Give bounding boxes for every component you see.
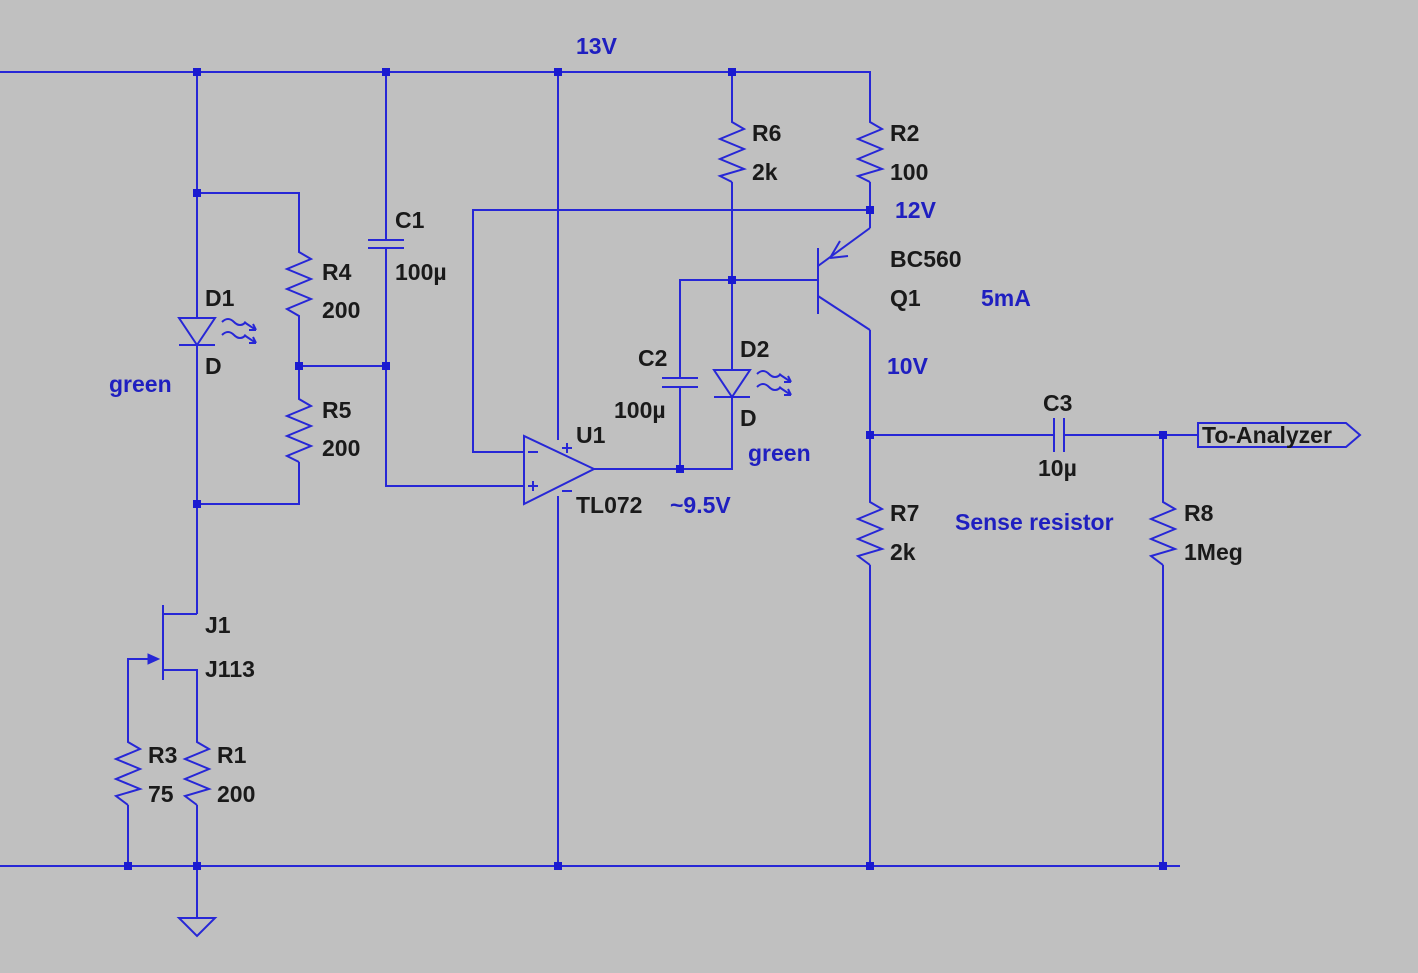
resistor-r5-symbol — [284, 392, 314, 463]
junction — [124, 862, 132, 870]
annotation-sense-resistor: Sense resistor — [955, 509, 1114, 535]
wire-c1-bottom — [385, 248, 524, 487]
wire-j1-source — [163, 669, 198, 735]
annotation-13v: 13V — [576, 33, 618, 59]
junction — [295, 362, 303, 370]
r7-ref: R7 — [890, 500, 919, 526]
capacitor-c1-symbol — [368, 239, 404, 249]
junction — [554, 68, 562, 76]
r1-value: 200 — [217, 781, 255, 807]
r7-value: 2k — [890, 539, 916, 565]
r4-value: 200 — [322, 297, 360, 323]
junction — [554, 862, 562, 870]
r8-ref: R8 — [1184, 500, 1214, 526]
capacitor-c3-symbol — [1053, 418, 1065, 452]
r5-ref: R5 — [322, 397, 352, 423]
r4-ref: R4 — [322, 259, 352, 285]
wire-r4-top — [197, 192, 300, 245]
resistor-r3-symbol — [113, 735, 143, 806]
output-port-label: To-Analyzer — [1202, 422, 1332, 448]
wire-feedback-12v — [472, 209, 870, 453]
transistor-q1-symbol — [817, 227, 871, 331]
led-d2-symbol — [712, 369, 792, 399]
q1-model: BC560 — [890, 246, 962, 272]
j1-ref: J1 — [205, 612, 231, 638]
d1-model: D — [205, 353, 222, 379]
resistor-r6-symbol — [717, 115, 747, 183]
u1-model: TL072 — [576, 492, 642, 518]
wire-j1-gate — [127, 658, 152, 735]
output-port: To-Analyzer — [1197, 422, 1362, 448]
junction — [866, 206, 874, 214]
junction — [193, 68, 201, 76]
capacitor-c2-symbol — [662, 377, 698, 388]
d2-note: green — [748, 440, 811, 466]
q1-ref: Q1 — [890, 285, 921, 311]
r6-ref: R6 — [752, 120, 781, 146]
resistor-r7-symbol — [855, 495, 885, 566]
junction — [193, 500, 201, 508]
wires — [0, 71, 1198, 918]
wire-u1-out — [594, 398, 733, 470]
c3-ref: C3 — [1043, 390, 1072, 416]
r2-value: 100 — [890, 159, 928, 185]
capacitors — [368, 239, 1065, 452]
d2-ref: D2 — [740, 336, 769, 362]
opamp-u1-symbol — [523, 434, 597, 506]
net-annotations: 13V 12V 5mA 10V ~9.5V Sense resistor — [576, 33, 1114, 535]
resistors — [113, 115, 1178, 806]
d1-ref: D1 — [205, 285, 235, 311]
r5-value: 200 — [322, 435, 360, 461]
junction — [382, 362, 390, 370]
r6-value: 2k — [752, 159, 778, 185]
c2-value: 100µ — [614, 397, 666, 423]
junction — [193, 862, 201, 870]
annotation-10v: 10V — [887, 353, 929, 379]
j1-model: J113 — [205, 656, 255, 682]
u1-ref: U1 — [576, 422, 606, 448]
c3-value: 10µ — [1038, 455, 1077, 481]
r1-ref: R1 — [217, 742, 247, 768]
d2-model: D — [740, 405, 757, 431]
junction — [193, 189, 201, 197]
junction — [866, 862, 874, 870]
annotation-9-5v: ~9.5V — [670, 492, 731, 518]
resistor-r1-symbol — [182, 735, 212, 806]
annotation-5ma: 5mA — [981, 285, 1031, 311]
resistor-r8-symbol — [1148, 495, 1178, 566]
junction — [728, 68, 736, 76]
rail-13v — [0, 71, 871, 115]
c1-value: 100µ — [395, 259, 447, 285]
ground-symbol — [176, 917, 218, 938]
r3-value: 75 — [148, 781, 174, 807]
r3-ref: R3 — [148, 742, 177, 768]
d1-note: green — [109, 371, 172, 397]
c2-ref: C2 — [638, 345, 667, 371]
wire-c2-top — [679, 279, 732, 378]
junctions — [124, 68, 1167, 870]
jfet-j1-symbol — [147, 600, 198, 680]
junction — [676, 465, 684, 473]
c1-ref: C1 — [395, 207, 425, 233]
wire-r5-bottom — [197, 462, 300, 505]
junction — [382, 68, 390, 76]
component-labels: D1 D green R4 200 R5 200 C1 100µ U1 TL07… — [109, 120, 1243, 807]
junction — [1159, 431, 1167, 439]
junction — [866, 431, 874, 439]
resistor-r4-symbol — [284, 245, 314, 323]
annotation-12v: 12V — [895, 197, 937, 223]
resistor-r2-symbol — [855, 115, 885, 183]
junction — [1159, 862, 1167, 870]
led-d1-symbol — [177, 317, 257, 347]
junction — [728, 276, 736, 284]
r8-value: 1Meg — [1184, 539, 1243, 565]
r2-ref: R2 — [890, 120, 919, 146]
